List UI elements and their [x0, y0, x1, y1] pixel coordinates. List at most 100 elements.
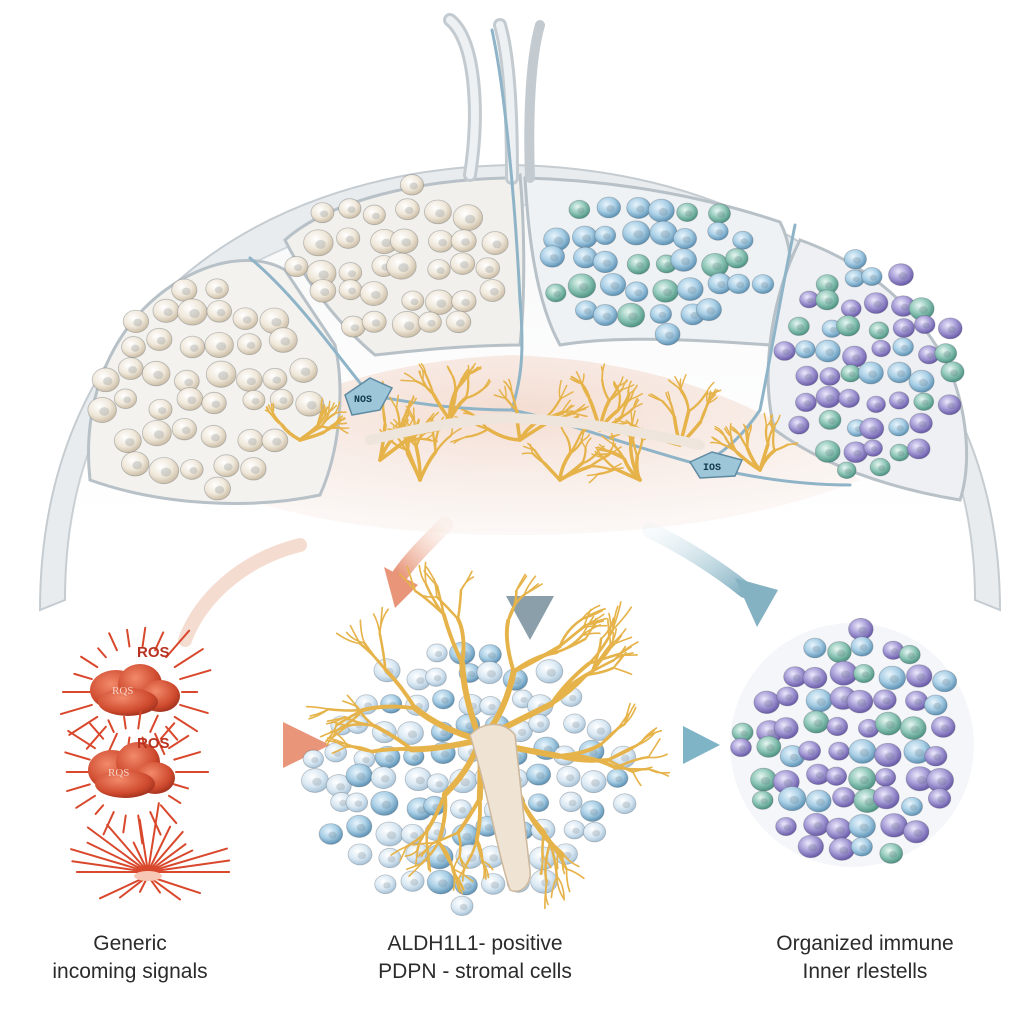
cell: [913, 392, 935, 411]
cell: [818, 409, 842, 430]
cell: [826, 716, 849, 737]
cell-nucleus: [869, 426, 878, 434]
stromal-branch: [413, 420, 418, 448]
cell-nucleus: [883, 794, 893, 803]
stromal-branch: [561, 410, 576, 416]
stromal-branch: [558, 626, 585, 648]
spark-ray: [147, 825, 172, 873]
stromal-branch: [319, 729, 339, 738]
stromal-branch: [265, 406, 273, 416]
cell: [426, 773, 449, 793]
cell: [670, 248, 698, 272]
cell-nucleus: [812, 675, 821, 683]
stromal-branch: [542, 830, 564, 855]
ros-ray: [75, 794, 96, 809]
stromal-branch: [298, 424, 319, 442]
cell-nucleus: [436, 854, 447, 863]
spark-ray: [138, 818, 149, 873]
cell-nucleus: [789, 753, 799, 762]
cell: [399, 174, 425, 196]
cell-nucleus: [320, 210, 329, 218]
cell-nucleus: [715, 229, 724, 236]
stromal-cell-body: [469, 723, 531, 892]
stromal-branch: [742, 423, 747, 435]
stromal-branch: [614, 766, 651, 771]
cell-nucleus: [785, 694, 793, 701]
ivory-cell-cluster-center: [284, 174, 509, 338]
cell-nucleus: [853, 449, 862, 457]
cell: [892, 318, 915, 338]
stromal-branch: [612, 443, 626, 461]
cell: [874, 711, 902, 736]
cell-nucleus: [942, 678, 951, 686]
cell-nucleus: [350, 324, 360, 332]
cell-nucleus: [896, 425, 904, 432]
cell-nucleus: [458, 807, 467, 814]
ros-ray: [141, 626, 147, 648]
stromal-branch: [420, 840, 440, 865]
stromal-branch: [596, 449, 610, 453]
cell: [141, 360, 171, 387]
cell: [148, 457, 180, 485]
cell-nucleus: [436, 299, 447, 308]
cell-nucleus: [356, 772, 366, 781]
stromal-branch: [399, 845, 408, 862]
cell-nucleus: [636, 262, 645, 269]
cell-nucleus: [371, 290, 381, 300]
follicle-center-left: [283, 173, 526, 357]
ros-ray: [89, 722, 105, 740]
stromal-branch: [324, 724, 338, 743]
cell: [873, 689, 897, 711]
stromal-branch: [705, 389, 722, 395]
cell: [539, 245, 565, 268]
cell: [676, 202, 699, 222]
cell: [121, 451, 150, 477]
stromal-branch: [464, 378, 470, 400]
signal-spark-burst: [70, 802, 231, 901]
cell-nucleus: [918, 420, 927, 428]
cell-nucleus: [933, 702, 942, 710]
stromal-branch: [403, 372, 417, 382]
cell: [596, 196, 622, 219]
cell-nucleus: [937, 796, 946, 803]
cell: [863, 292, 889, 314]
stromal-branch: [612, 651, 627, 669]
stromal-branch: [623, 703, 636, 725]
stromal-branch: [588, 473, 599, 484]
cell-nucleus: [579, 283, 589, 292]
stromal-branch: [544, 841, 552, 884]
cell-nucleus: [792, 674, 801, 682]
stromal-branch: [544, 881, 548, 910]
cell-nucleus: [300, 367, 311, 376]
cell-nucleus: [294, 264, 303, 272]
cell-nucleus: [467, 670, 476, 678]
cell-nucleus: [181, 287, 191, 296]
cell-nucleus: [622, 801, 631, 809]
stromal-branch: [335, 708, 365, 727]
cell-nucleus: [813, 821, 823, 830]
stromal-branch: [580, 607, 606, 621]
arrow-to-immune-cluster: [642, 522, 778, 627]
cell: [87, 397, 117, 423]
cell-nucleus: [272, 437, 282, 446]
stromal-branch: [617, 376, 624, 387]
right-vessel-tag: IOS: [688, 451, 744, 479]
cell-nucleus: [223, 463, 233, 471]
cell-nucleus: [888, 851, 897, 858]
stromal-branch: [334, 418, 345, 425]
cell-nucleus: [848, 371, 856, 378]
cell: [303, 229, 334, 257]
stromal-branch: [705, 381, 715, 395]
cell-nucleus: [348, 270, 357, 278]
cell: [451, 290, 477, 313]
stromal-branch: [559, 384, 568, 400]
cell-nucleus: [517, 728, 527, 736]
ros-mid-inner-text: RQS: [108, 767, 129, 779]
cell-nucleus: [246, 341, 256, 349]
cell: [825, 766, 848, 786]
stromal-branch: [769, 423, 775, 435]
cell-nucleus: [328, 831, 337, 839]
ros-ray: [168, 734, 190, 750]
stromal-branch: [556, 875, 565, 900]
cell-nucleus: [189, 344, 199, 352]
